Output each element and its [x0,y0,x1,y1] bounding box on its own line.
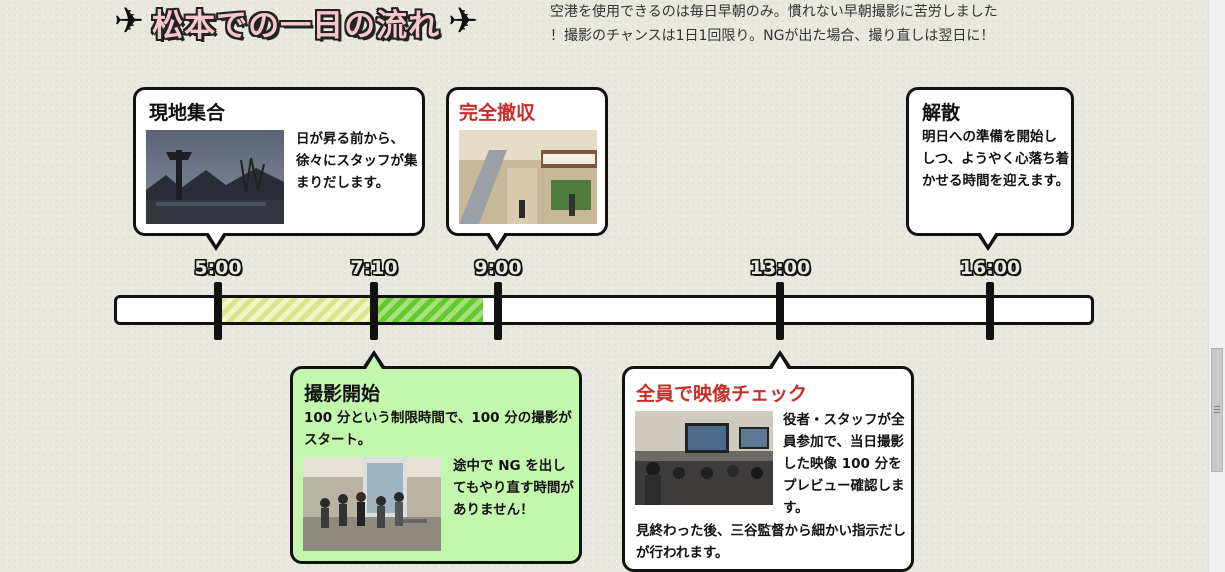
intro-line-1: 空港を使用できるのは毎日早朝のみ。慣れない早朝撮影に苦労しました [550,4,998,20]
timeline-bar [114,295,1094,325]
event-side-note: 役者・スタッフが全員参加で、当日撮影した映像 100 分をプレビュー確認します。 [783,412,905,516]
event-bubble-zenin: 全員で映像チェック 役者・スタッフが全員参加で、当日撮影した映像 100 分をプ… [622,366,914,572]
vertical-scrollbar[interactable] [1208,0,1225,572]
timeline-segment-preparation [221,298,373,322]
bubble-tail [366,356,382,369]
event-title: 全員で映像チェック [636,383,808,405]
time-label: 5:00 [194,257,242,279]
event-title: 撮影開始 [304,383,381,405]
event-bubble-kanzen: 完全撤収 [446,87,608,236]
timeline-tick [776,282,784,340]
bubble-tail [489,232,505,245]
timeline-tick [986,282,994,340]
intro-text: 空港を使用できるのは毎日早朝のみ。慣れない早朝撮影に苦労しました ！撮影のチャン… [550,0,1080,48]
time-label: 16:00 [959,257,1021,279]
bubble-tail [772,356,788,369]
event-title: 完全撤収 [459,102,536,124]
timeline-segment-filming [373,298,483,322]
airplane-icon: ✈ [448,1,479,42]
airport-exterior-dawn-photo [146,130,284,224]
event-description: 見終わった後、三谷監督から細かい指示だしが行われます。 [636,523,906,561]
page-title: 松本での一日の流れ [152,7,441,44]
timeline-tick [494,282,502,340]
time-label: 13:00 [749,257,811,279]
time-label: 9:00 [474,257,522,279]
event-title: 解散 [922,102,961,124]
timeline-tick [370,282,378,340]
event-bubble-satsuei: 撮影開始 100 分という制限時間で、100 分の撮影がスタート。 途中で NG… [290,366,582,564]
event-description: 明日への準備を開始ししつ、ようやく心落ち着かせる時間を迎えます。 [922,129,1070,189]
timeline-tick [214,282,222,340]
airplane-icon: ✈ [114,1,145,42]
terminal-interior-photo [459,130,597,224]
bubble-tail [208,232,224,245]
event-side-note: 途中で NG を出してもやり直す時間がありません！ [453,458,574,518]
bubble-tail [980,232,996,245]
time-label: 7:10 [350,257,398,279]
section-heading: ✈ 松本での一日の流れ ✈ [114,1,479,44]
scrollbar-thumb[interactable] [1211,348,1223,472]
event-bubble-genchi: 現地集合 日が昇る前から、徐々にスタッフが集まりだします。 [133,87,425,236]
event-description: 日が昇る前から、徐々にスタッフが集まりだします。 [296,131,418,191]
event-title: 現地集合 [149,102,226,124]
filming-crew-photo [303,457,441,551]
event-bubble-kaisan: 解散 明日への準備を開始ししつ、ようやく心落ち着かせる時間を迎えます。 [906,87,1074,236]
intro-line-2: ！撮影のチャンスは1日1回限り。NGが出た場合、撮り直しは翌日に！ [550,28,995,44]
event-description: 100 分という制限時間で、100 分の撮影がスタート。 [304,410,572,448]
screening-room-photo [635,411,773,505]
